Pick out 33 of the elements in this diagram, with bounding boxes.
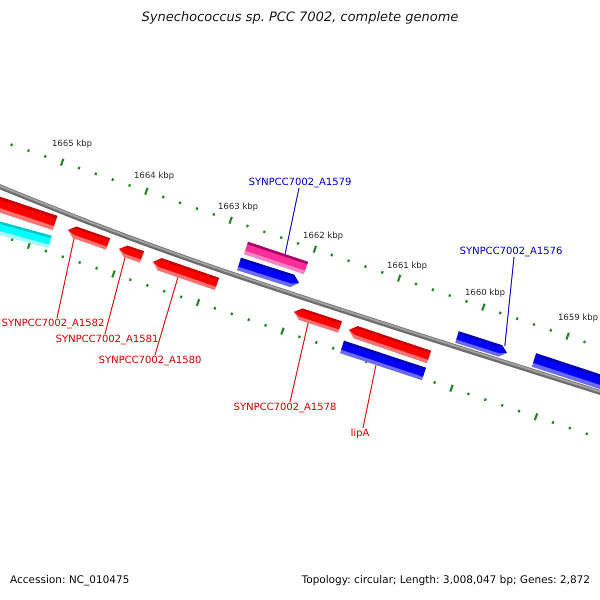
leader-line — [154, 276, 178, 356]
accession-text: Accession: NC_010475 — [10, 575, 130, 587]
gene-label: SYNPCC7002_A1582 — [2, 318, 104, 329]
gene-bar — [532, 353, 600, 390]
scale-label: 1662 kbp — [303, 232, 344, 242]
gene-label: SYNPCC7002_A1580 — [98, 355, 202, 366]
gene-feature — [455, 331, 507, 357]
diagram-title: Synechococcus sp. PCC 7002, complete genome — [142, 11, 458, 26]
scale-label: 1660 kbp — [465, 289, 506, 298]
gene-label: lipA — [350, 428, 370, 439]
gene-feature — [237, 258, 299, 288]
leader-line — [362, 364, 376, 428]
leader-line — [290, 322, 309, 402]
leader-line — [56, 238, 75, 318]
gene-label: SYNPCC7002_A1578 — [234, 402, 336, 413]
gene-feature — [153, 258, 220, 290]
scale-label: 1665 kbp — [52, 140, 92, 150]
scale-label: 1663 kbp — [218, 203, 258, 212]
scale-label: 1659 kbp — [558, 314, 598, 324]
genome-info-text: Topology: circular; Length: 3,008,047 bp; Genes: 2,872 — [302, 575, 590, 587]
leader-line — [504, 256, 514, 346]
scale-label: 1661 kbp — [387, 262, 428, 272]
gene-bar — [340, 340, 426, 380]
gene-label: SYNPCC7002_A1576 — [460, 246, 562, 257]
scale-label: 1664 kbp — [134, 172, 174, 182]
leader-line — [284, 188, 300, 255]
leader-line — [104, 256, 126, 334]
gene-feature — [294, 308, 342, 333]
gene-feature — [68, 226, 110, 250]
gene-bar — [0, 220, 52, 248]
gene-feature — [119, 246, 144, 263]
gene-label: SYNPCC7002_A1579 — [248, 177, 352, 188]
gene-label: SYNPCC7002_A1581 — [56, 334, 158, 345]
